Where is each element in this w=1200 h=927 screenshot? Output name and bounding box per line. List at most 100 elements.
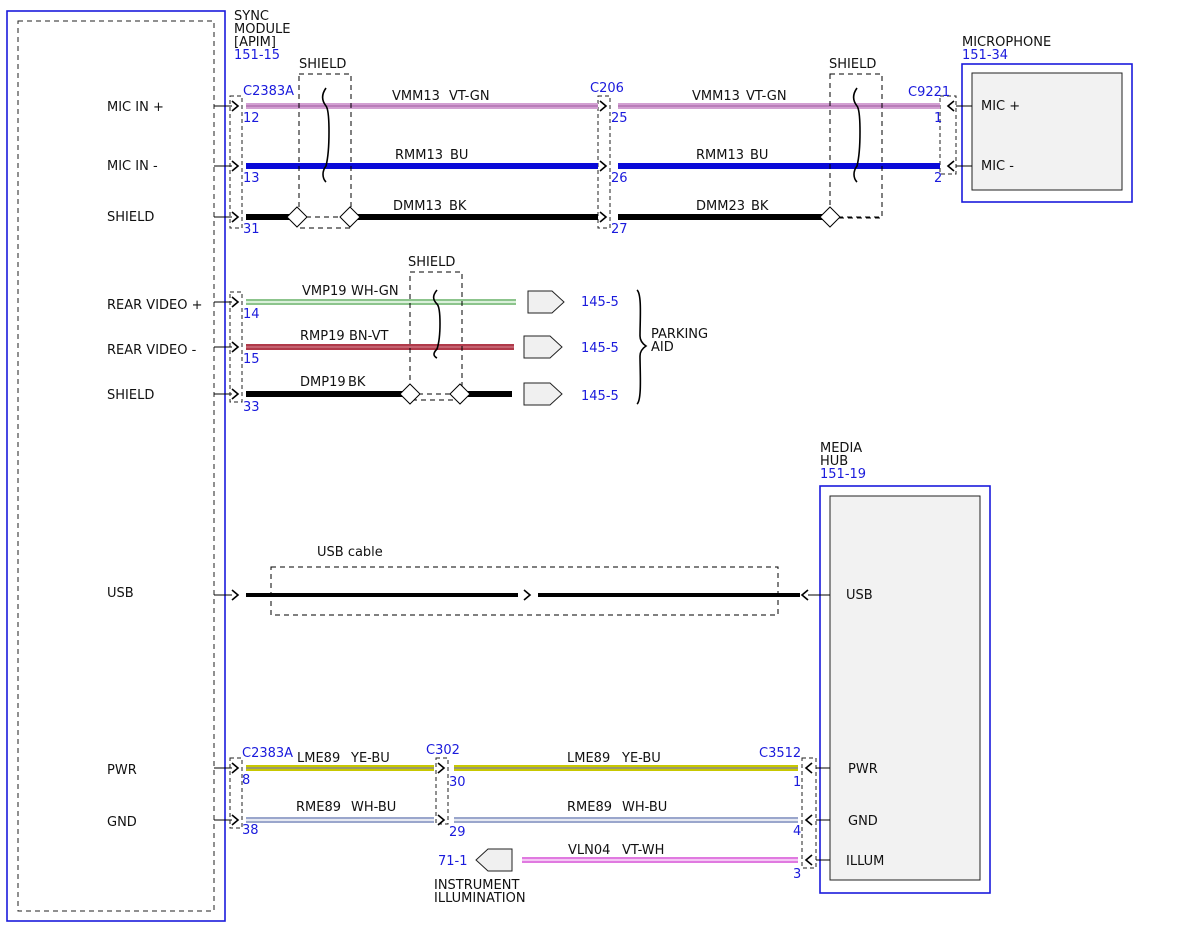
microphone-name: MICROPHONE — [962, 35, 1051, 50]
twist-symbol-3 — [432, 289, 441, 359]
shield-label-1: SHIELD — [299, 57, 346, 72]
wire-lme89-a[interactable] — [246, 765, 434, 771]
parking-aid-brace — [636, 289, 648, 405]
connector-c3512[interactable]: C3512 — [759, 746, 801, 761]
wire-vmm13-a[interactable] — [246, 103, 598, 109]
wire-label-dmp19-circuit: DMP19 — [300, 375, 346, 390]
pin-number-1-mic: 1 — [934, 111, 942, 126]
shield-box-2 — [829, 73, 883, 219]
arrow-illum-right — [804, 854, 813, 866]
wire-label-dmm23-color: BK — [751, 199, 769, 214]
wire-lme89-b[interactable] — [454, 765, 798, 771]
wire-label-rmm13-b-color: BU — [750, 148, 768, 163]
pin-number-8: 8 — [242, 773, 250, 788]
flag-145-5-b — [523, 335, 563, 359]
connector-c206[interactable]: C206 — [590, 81, 624, 96]
pin-label-usb: USB — [107, 586, 134, 601]
wire-label-dmp19-color: BK — [348, 375, 366, 390]
wire-label-dmm23-circuit: DMM23 — [696, 199, 745, 214]
pin-number-33: 33 — [243, 400, 260, 415]
pin-number-12: 12 — [243, 111, 260, 126]
wire-label-rmp19-circuit: RMP19 — [300, 329, 345, 344]
wire-dmm13-a[interactable] — [246, 214, 296, 220]
wire-dmp19-a[interactable] — [246, 391, 410, 397]
parking-aid-ref-1[interactable]: 145-5 — [581, 295, 619, 310]
shield-label-2: SHIELD — [829, 57, 876, 72]
wire-usb-b[interactable] — [538, 593, 800, 597]
parking-aid-ref-2[interactable]: 145-5 — [581, 341, 619, 356]
microphone-body — [971, 72, 1123, 191]
usb-cable-label: USB cable — [317, 545, 383, 560]
microphone-ref[interactable]: 151-34 — [962, 48, 1008, 63]
shield-box-1 — [298, 73, 352, 229]
wire-vmp19[interactable] — [246, 299, 516, 305]
wire-usb-a[interactable] — [246, 593, 518, 597]
wire-rmp19[interactable] — [246, 344, 514, 350]
shield-diamonds-1 — [286, 206, 841, 228]
connector-c2383a-bottom[interactable]: C2383A — [242, 746, 293, 761]
connector-c2383a-top[interactable]: C2383A — [243, 84, 294, 99]
pin-arrows — [231, 100, 955, 866]
media-hub-pin-usb: USB — [846, 588, 873, 603]
wire-rmm13-b[interactable] — [618, 163, 940, 169]
media-hub-name-line-2: HUB — [820, 454, 848, 469]
media-hub-pin-stubs — [808, 594, 830, 861]
instrument-illumination-ref[interactable]: 71-1 — [438, 854, 468, 869]
flag-145-5-c — [523, 382, 563, 406]
pin-label-gnd: GND — [107, 815, 137, 830]
parking-aid-label-1: PARKING — [651, 327, 708, 342]
arrow-usb-left — [231, 589, 240, 601]
microphone-outline — [961, 63, 1133, 203]
usb-cable-box — [270, 566, 779, 616]
connector-c302[interactable]: C302 — [426, 743, 460, 758]
instrument-illumination-flag[interactable] — [475, 848, 513, 872]
connector-c9221[interactable]: C9221 — [908, 85, 950, 100]
wire-label-rme89-a-circuit: RME89 — [296, 800, 341, 815]
wire-label-lme89-b-circuit: LME89 — [567, 751, 610, 766]
pin-number-27: 27 — [611, 222, 628, 237]
wire-label-rmp19-color: BN-VT — [349, 329, 388, 344]
pin-number-13: 13 — [243, 171, 260, 186]
wire-dmp19-b[interactable] — [462, 391, 512, 397]
sync-module-name-line-2: MODULE — [234, 22, 290, 37]
arrow-pwr-right — [804, 762, 813, 774]
media-hub-ref[interactable]: 151-19 — [820, 467, 866, 482]
microphone-component[interactable] — [961, 63, 1133, 203]
parking-aid-ref-3[interactable]: 145-5 — [581, 389, 619, 404]
arrow-gnd-mid — [437, 814, 446, 826]
pin-number-31: 31 — [243, 222, 260, 237]
twist-symbol-2 — [852, 87, 861, 183]
pin-number-3-hub: 3 — [793, 867, 801, 882]
pin-number-30: 30 — [449, 775, 466, 790]
wire-rme89-b[interactable] — [454, 817, 798, 823]
pin-number-4-hub: 4 — [793, 824, 801, 839]
sync-module-ref[interactable]: 151-15 — [234, 48, 280, 63]
pin-number-29: 29 — [449, 825, 466, 840]
wire-dmm23[interactable] — [618, 214, 824, 220]
pin-label-mic-in-plus: MIC IN + — [107, 100, 164, 115]
connector-outlines — [229, 95, 957, 869]
wire-rmm13-a[interactable] — [246, 163, 598, 169]
arrow-video-plus — [231, 296, 240, 308]
arrow-usb-mid — [523, 589, 532, 601]
arrow-gnd-right — [804, 814, 813, 826]
parking-aid-label-2: AID — [651, 340, 674, 355]
pin-label-rear-video-plus: REAR VIDEO + — [107, 298, 203, 313]
parking-aid-flags[interactable] — [523, 290, 565, 406]
sync-module[interactable] — [6, 10, 226, 922]
wire-label-rmm13-b-circuit: RMM13 — [696, 148, 744, 163]
wire-label-dmm13-color: BK — [449, 199, 467, 214]
wire-vmm13-b[interactable] — [618, 103, 940, 109]
arrow-mic-plus-right — [946, 100, 955, 112]
shield-label-3: SHIELD — [408, 255, 455, 270]
wire-dmm13-b[interactable] — [352, 214, 598, 220]
wire-rme89-a[interactable] — [246, 817, 434, 823]
arrow-gnd-left — [231, 814, 240, 826]
arrow-usb-right — [800, 589, 809, 601]
sync-module-inner — [17, 20, 215, 912]
wire-label-rme89-b-color: WH-BU — [622, 800, 667, 815]
arrow-shield2 — [231, 388, 240, 400]
media-hub-component[interactable] — [819, 485, 991, 894]
wire-vln04[interactable] — [522, 857, 798, 863]
